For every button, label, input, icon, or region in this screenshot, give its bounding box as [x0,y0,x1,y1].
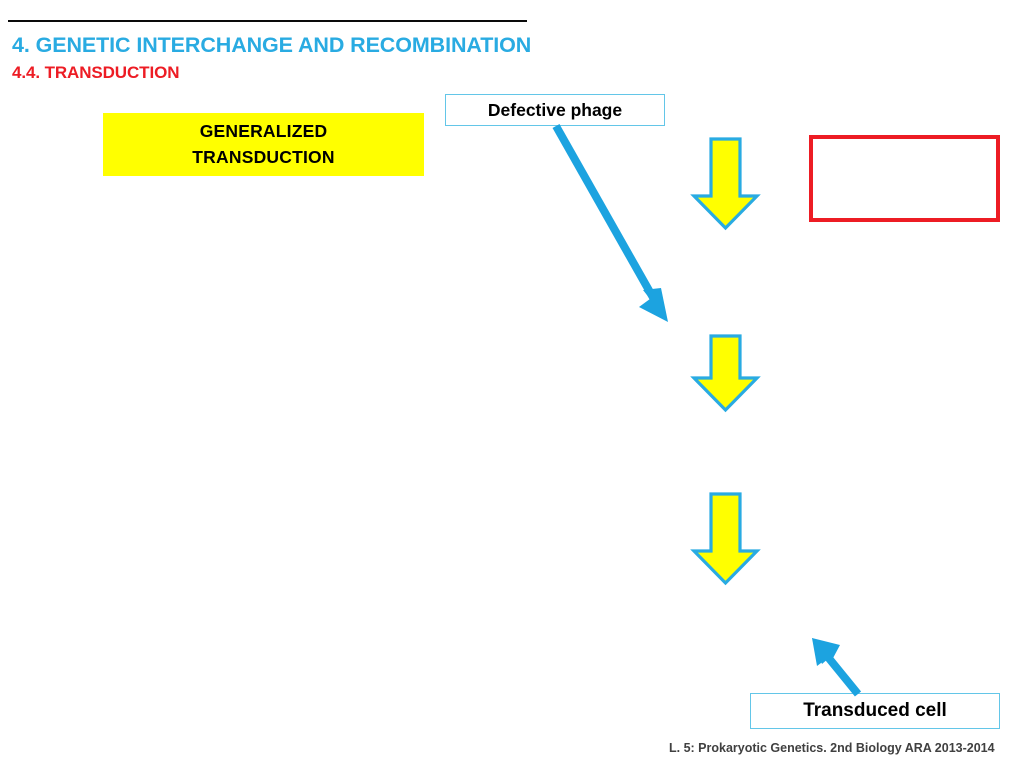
yellow-down-arrow-2 [690,334,761,413]
banner-line-2: TRANSDUCTION [192,146,335,167]
page-title: 4. GENETIC INTERCHANGE AND RECOMBINATION [12,33,532,57]
yellow-down-arrow-3 [690,492,761,586]
banner-line-1: GENERALIZED [199,121,328,142]
generalized-transduction-banner: GENERALIZED TRANSDUCTION [103,113,424,176]
callout-transduced-cell-label: Transduced cell [803,700,947,721]
blue-arrow-defective-phage [552,124,668,322]
callout-transduced-cell: Transduced cell [750,693,1000,729]
yellow-down-arrow-1 [690,137,761,231]
footer-credit: L. 5: Prokaryotic Genetics. 2nd Biology … [669,741,995,755]
callout-defective-phage-label: Defective phage [487,99,623,120]
empty-red-rectangle [809,135,1000,222]
blue-arrow-transduced-cell [812,638,862,697]
page-subtitle: 4.4. TRANSDUCTION [12,63,180,82]
callout-defective-phage: Defective phage [445,94,665,126]
header-divider [8,20,527,22]
